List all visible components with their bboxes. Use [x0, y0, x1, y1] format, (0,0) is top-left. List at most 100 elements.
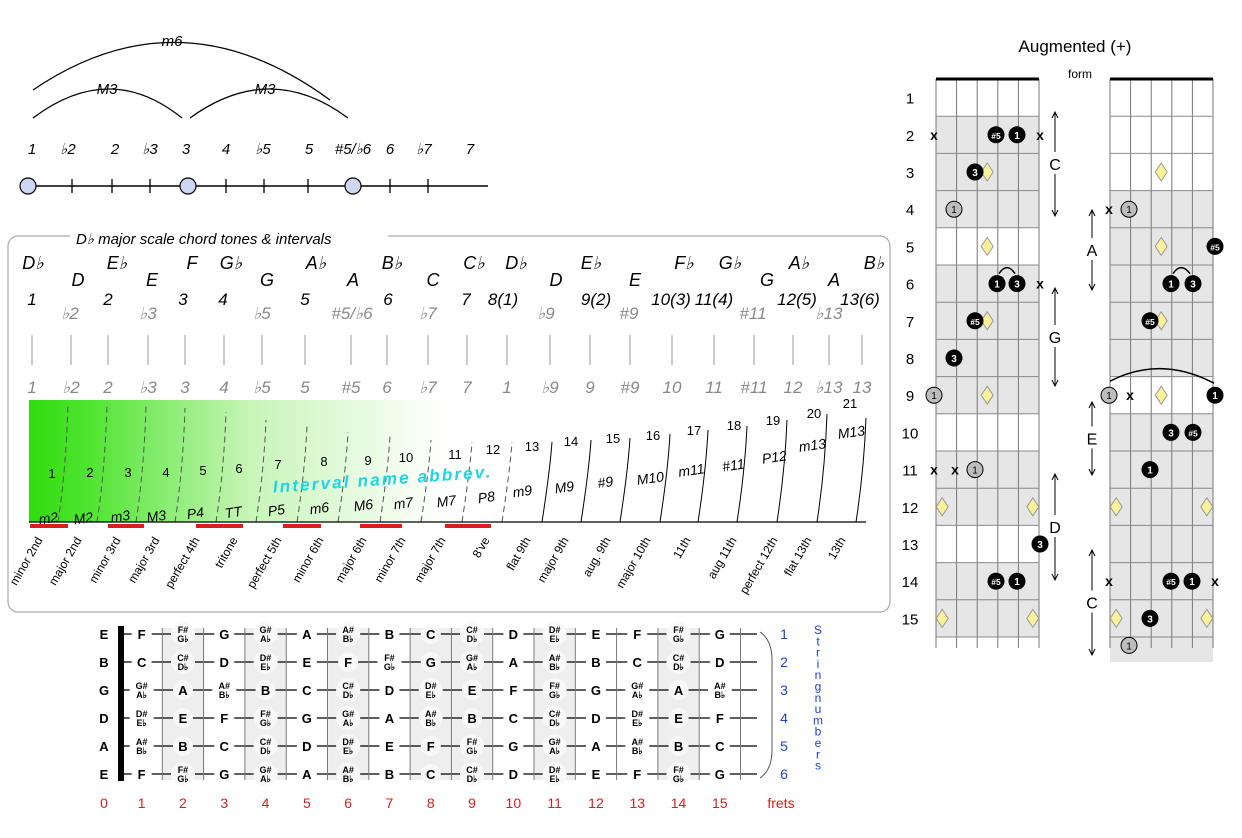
semitone-count: 20	[807, 406, 821, 421]
abbrev: P5	[267, 501, 286, 519]
semitone-count: 4	[162, 465, 169, 480]
note-bg	[170, 762, 195, 786]
dot-label: 1	[931, 391, 937, 402]
note-bg	[131, 624, 152, 644]
string-number: 1	[780, 626, 788, 642]
degree-label: 7	[461, 290, 471, 309]
note-bg	[460, 734, 485, 758]
note-flat: G♭	[673, 774, 684, 784]
note-bg	[253, 622, 278, 646]
string-label-char: i	[817, 657, 820, 671]
form-label-bg	[1046, 325, 1064, 347]
note-bg	[420, 764, 441, 784]
note-bg	[460, 650, 485, 674]
note-bg	[296, 764, 317, 784]
arc-m3-1	[32, 88, 183, 119]
note-bg	[542, 706, 567, 730]
inlay-diamond	[1154, 236, 1168, 257]
string-label-char: r	[816, 646, 820, 660]
inlay-diamond	[980, 310, 994, 331]
note-bg	[460, 622, 485, 646]
dot	[966, 312, 984, 330]
dot-label: 3	[1168, 428, 1174, 439]
note-bg	[666, 762, 691, 786]
interval-name: aug 11th	[705, 535, 740, 582]
muted-x: x	[1036, 127, 1044, 143]
dot-label: 1	[951, 205, 957, 216]
note-sharp: D#	[136, 709, 148, 719]
semitone-count: 15	[606, 431, 620, 446]
lower-degree: 7	[462, 378, 472, 397]
top-degree: ♭3	[142, 141, 158, 158]
note-sharp: F#	[549, 681, 560, 691]
note: G	[426, 655, 436, 670]
note-bg	[625, 678, 650, 702]
abbrev: M9	[554, 478, 576, 497]
fret-number: 6	[344, 795, 352, 811]
form-label-bg	[1083, 426, 1101, 449]
fret-number: 0	[100, 795, 108, 811]
note-flat: D♭	[343, 690, 354, 700]
note: A	[385, 711, 395, 726]
inlay-diamond	[1026, 608, 1040, 629]
lower-degree: 11	[705, 378, 723, 397]
semitone-count: 9	[364, 453, 371, 468]
lower-degree: 2	[102, 378, 113, 397]
interval-curve	[659, 433, 671, 523]
note-flat: G♭	[177, 774, 188, 784]
note-flat: E♭	[550, 634, 560, 644]
aug-title: Augmented (+)	[1019, 37, 1132, 56]
note: G	[219, 767, 229, 782]
fret-number: 12	[588, 795, 604, 811]
note-sharp: C#	[177, 653, 189, 663]
note: D	[715, 655, 724, 670]
note-bg	[503, 652, 524, 672]
lower-degree: 3	[180, 378, 190, 397]
note: B	[178, 739, 187, 754]
note-bg	[418, 706, 443, 730]
note-bg	[542, 762, 567, 786]
interval-curve	[337, 431, 349, 523]
semitone-count: 19	[766, 413, 780, 428]
abbrev: P8	[477, 488, 496, 506]
interval-curve	[215, 411, 227, 523]
dot-label: 1	[972, 466, 978, 477]
note-bg	[625, 706, 650, 730]
degree-label: ♭9	[537, 304, 555, 323]
dot-label: 1	[1147, 466, 1153, 477]
dot-label: 1	[1014, 131, 1020, 142]
aug-fret-number: 11	[902, 463, 918, 480]
string-number: 4	[780, 710, 788, 726]
lower-degree: ♭3	[139, 378, 157, 397]
dot-label: 1	[1014, 577, 1020, 588]
note: C	[302, 683, 312, 698]
note-name: D	[550, 270, 563, 290]
note-flat: A♭	[136, 690, 147, 700]
note-sharp: A#	[342, 765, 354, 775]
lower-degree: 6	[382, 378, 392, 397]
arrow-head	[1051, 472, 1059, 481]
note: G	[508, 739, 518, 754]
interval-name: major 2nd	[46, 535, 85, 588]
arrow-head	[1051, 110, 1059, 119]
inlay-diamond	[935, 608, 949, 629]
fret-number: 13	[629, 795, 645, 811]
note-sharp: A#	[136, 737, 148, 747]
interval-name: perfect 12th	[737, 535, 781, 597]
arrow-head	[1088, 468, 1096, 477]
note-bg	[172, 680, 193, 700]
note-bg	[585, 624, 606, 644]
aug-shade	[936, 599, 1039, 637]
lower-degree: ♭7	[419, 378, 437, 397]
interval-name: flat 13th	[781, 535, 814, 579]
abbrev: P12	[761, 447, 788, 466]
note-bg	[172, 736, 193, 756]
open-string-note: A	[99, 739, 109, 754]
note-bg	[420, 736, 441, 756]
degree-label: 6	[383, 290, 393, 309]
abbrev: #11	[721, 456, 745, 475]
note-flat: A♭	[467, 662, 478, 672]
note: A	[178, 683, 188, 698]
note-bg	[585, 708, 606, 728]
